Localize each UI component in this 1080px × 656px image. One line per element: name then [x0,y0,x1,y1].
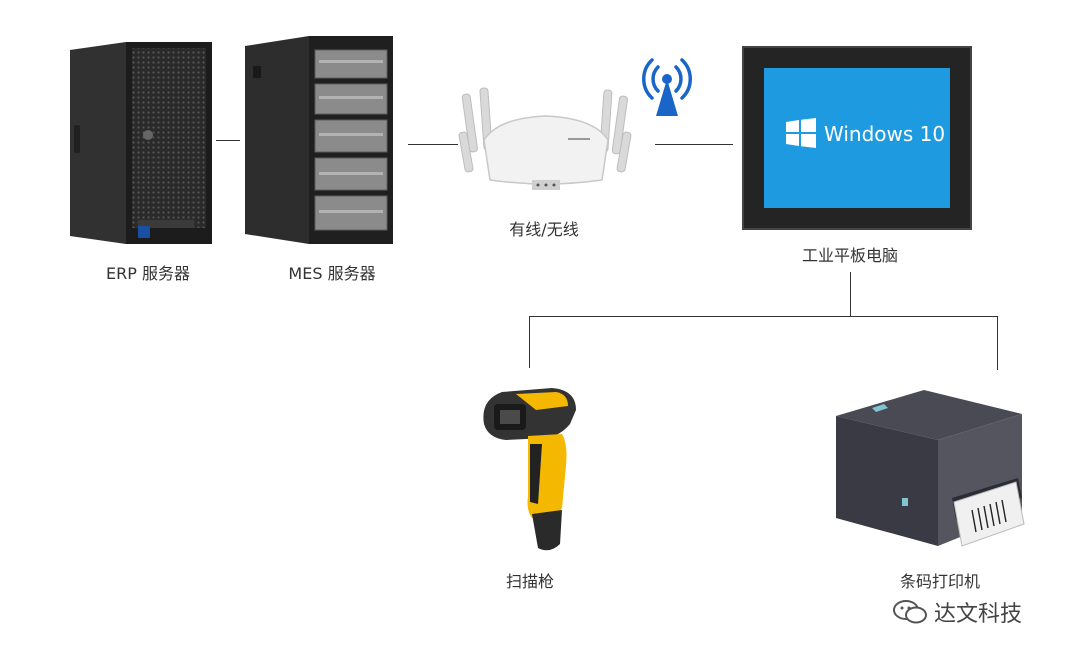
barcode-printer-icon [836,390,1025,547]
mes-server [243,34,395,246]
link-router-tablet [655,144,733,145]
rack-server-icon [245,36,393,244]
router [458,84,632,196]
wifi-signal [634,52,700,120]
printer-label: 条码打印机 [899,572,980,591]
scanner-label: 扫描枪 [505,572,554,591]
wechat-icon [892,598,928,626]
router-label: 有线/无线 [509,220,579,239]
barcode-scanner-icon [483,388,576,551]
barcode-printer [832,386,1028,556]
tablet-os-text: Windows 10 [824,122,946,146]
router-icon [458,87,632,190]
link-erp-mes [216,140,240,141]
watermark-text: 达文科技 [934,602,1023,627]
erp-server [66,40,216,246]
link-bus-scanner [529,316,530,368]
erp-server-label: ERP 服务器 [106,264,190,283]
tablet-screen: Windows 10 [764,68,950,208]
tablet-label: 工业平板电脑 [801,246,898,265]
link-bus-printer [997,316,998,370]
industrial-tablet: Windows 10 [742,46,972,230]
link-mes-router [408,144,458,145]
link-bus-horizontal [529,316,998,317]
windows-logo-icon [786,118,816,148]
tower-server-icon [70,42,212,244]
watermark: 达文科技 [892,594,1062,630]
barcode-scanner [476,384,588,554]
wifi-signal-icon [642,58,692,116]
link-tablet-down [850,272,851,316]
mes-server-label: MES 服务器 [288,264,376,283]
